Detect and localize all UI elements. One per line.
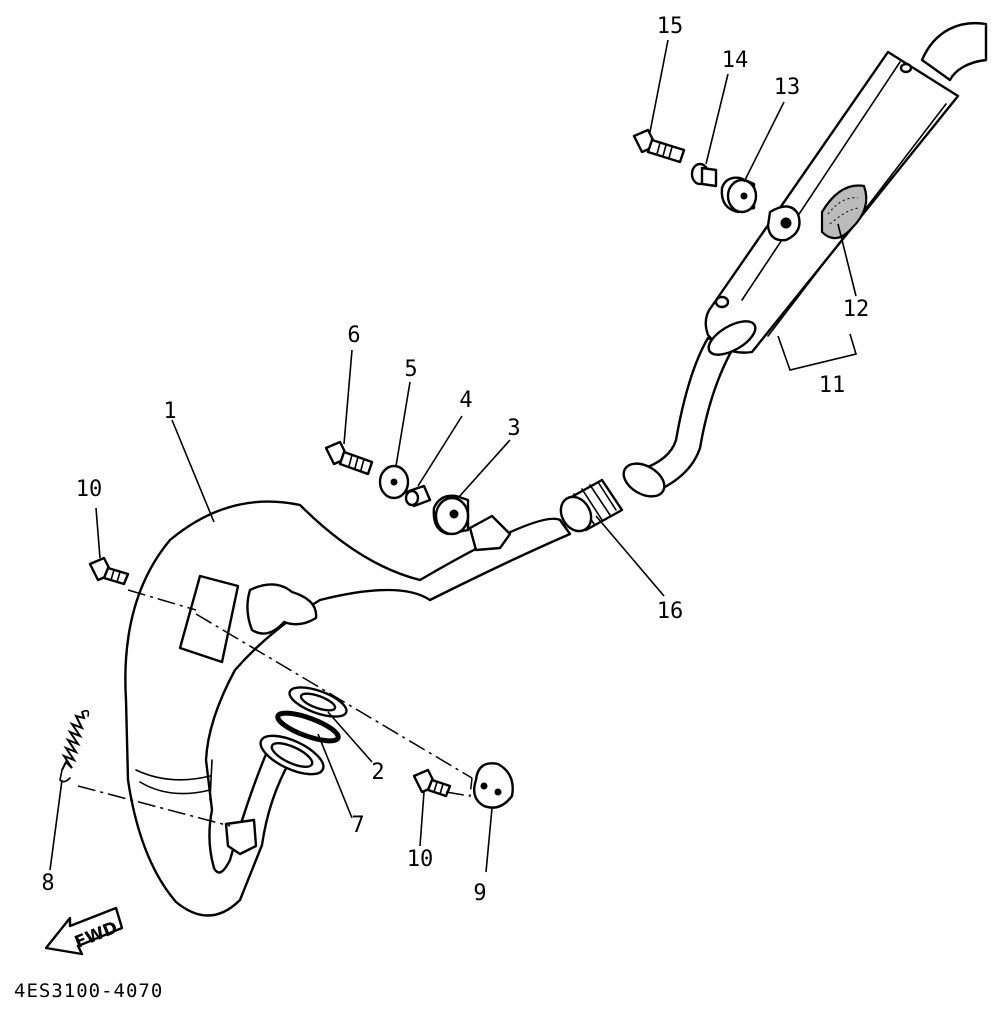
exhaust-pipe — [124, 500, 572, 917]
callout-14: 14 — [721, 48, 749, 73]
fwd-arrow-icon: FWD — [44, 906, 124, 956]
silencer-packing — [820, 184, 868, 240]
o-ring-7 — [275, 710, 341, 744]
spring-8 — [59, 709, 90, 783]
callout-9: 9 — [473, 881, 487, 906]
washer-5 — [378, 464, 410, 500]
bolt-10-upper — [88, 556, 130, 586]
joint-16 — [559, 478, 624, 533]
callout-5: 5 — [404, 357, 418, 382]
callout-13: 13 — [773, 75, 801, 100]
diagram-code: 4ES3100-4070 — [14, 980, 164, 1002]
callout-4: 4 — [459, 388, 473, 413]
bracket-9 — [473, 762, 514, 809]
callout-2: 2 — [371, 760, 385, 785]
callout-7: 7 — [351, 813, 365, 838]
gasket-2 — [288, 686, 348, 718]
callout-1: 1 — [163, 399, 177, 424]
collar-14 — [690, 162, 718, 188]
callout-6: 6 — [347, 323, 361, 348]
callout-16: 16 — [656, 599, 684, 624]
alignment-lines — [77, 589, 473, 827]
callout-15: 15 — [656, 14, 684, 39]
callout-10-upper: 10 — [75, 477, 103, 502]
bolt-15 — [632, 128, 686, 164]
leader-lines — [49, 39, 858, 873]
muffler-inlet-pipe — [622, 320, 757, 498]
damper-3 — [432, 494, 470, 536]
callout-8: 8 — [41, 871, 55, 896]
bolt-6 — [324, 440, 374, 476]
collar-4 — [404, 484, 432, 508]
bolt-10-lower — [412, 768, 452, 798]
callout-3: 3 — [507, 416, 521, 441]
callout-12: 12 — [842, 297, 870, 322]
damper-13 — [720, 176, 758, 214]
callout-11: 11 — [818, 373, 846, 398]
callout-10-lower: 10 — [406, 847, 434, 872]
